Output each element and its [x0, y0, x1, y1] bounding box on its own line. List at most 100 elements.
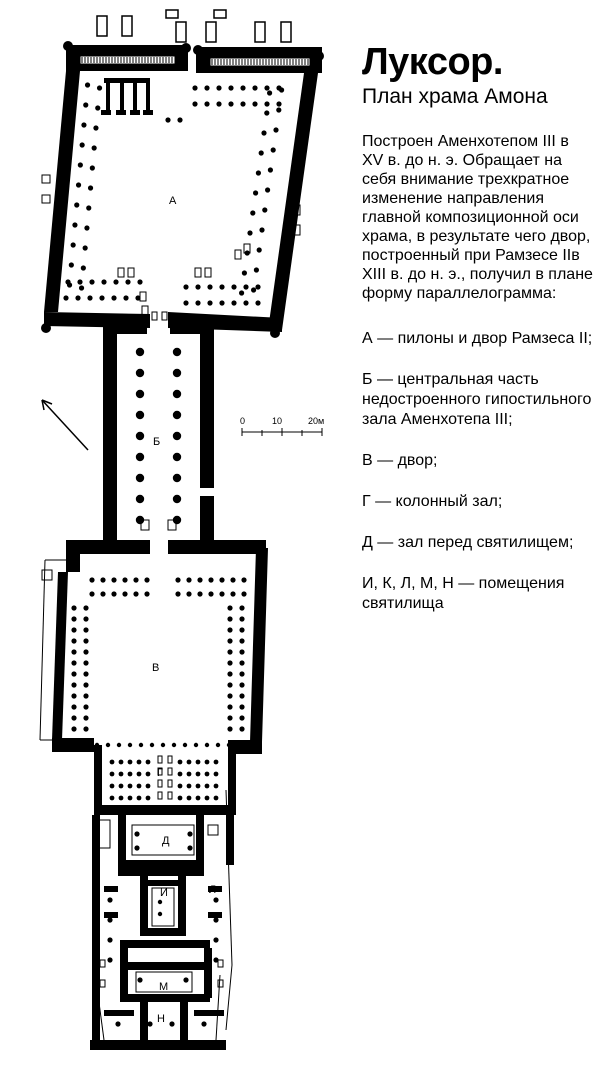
- column-dot: [264, 101, 270, 107]
- column-dot: [227, 671, 233, 677]
- column-dot: [71, 715, 77, 721]
- statue-mark: [167, 755, 173, 764]
- column-dot: [172, 410, 182, 420]
- column-dot: [84, 225, 90, 231]
- column-dot: [239, 682, 245, 688]
- column-dot: [89, 279, 95, 285]
- column-dot: [219, 284, 225, 290]
- column-dot: [144, 577, 150, 583]
- column-dot: [204, 759, 210, 765]
- column-dot: [144, 591, 150, 597]
- column-dot: [107, 897, 113, 903]
- column-dot: [84, 82, 91, 88]
- column-dot: [149, 742, 155, 748]
- column-dot: [239, 704, 245, 710]
- plan-label-n1: Н: [160, 939, 168, 951]
- column-dot: [99, 295, 105, 301]
- column-dot: [207, 284, 213, 290]
- column-dot: [172, 389, 182, 399]
- column-dot: [186, 577, 192, 583]
- column-dot: [195, 759, 201, 765]
- column-dot: [157, 899, 163, 905]
- column-dot: [77, 162, 83, 168]
- column-dot: [187, 845, 193, 851]
- column-dot: [243, 284, 249, 290]
- column-dot: [83, 605, 89, 611]
- column-dot: [118, 795, 124, 801]
- column-dot: [231, 284, 237, 290]
- column-dot: [111, 591, 117, 597]
- column-dot: [239, 715, 245, 721]
- column-dot: [219, 591, 225, 597]
- column-dot: [227, 660, 233, 666]
- column-dot: [71, 682, 77, 688]
- column-dot: [204, 795, 210, 801]
- column-dot: [251, 287, 257, 293]
- column-dot: [240, 101, 246, 107]
- statue-mark: [157, 767, 163, 776]
- column-dot: [264, 85, 270, 91]
- caption-panel: Луксор. План храма Амона Построен Аменхо…: [362, 40, 594, 614]
- column-dot: [83, 682, 89, 688]
- column-dot: [261, 130, 267, 136]
- column-dot: [172, 494, 182, 504]
- column-dot: [138, 742, 144, 748]
- column-dot: [243, 300, 249, 306]
- column-dot: [227, 704, 233, 710]
- column-dot: [241, 270, 247, 276]
- column-dot: [91, 145, 97, 151]
- column-dot: [79, 142, 85, 148]
- column-dot: [192, 101, 198, 107]
- column-dot: [262, 207, 268, 213]
- pylon-statues: [96, 9, 292, 43]
- column-dot: [134, 845, 140, 851]
- column-dot: [172, 515, 182, 525]
- column-dot: [177, 759, 183, 765]
- column-dot: [171, 742, 177, 748]
- column-dot: [71, 649, 77, 655]
- column-dot: [195, 783, 201, 789]
- column-dot: [227, 627, 233, 633]
- column-dot: [227, 726, 233, 732]
- hall-b-walls: [103, 326, 214, 541]
- column-dot: [135, 473, 145, 483]
- column-dot: [186, 759, 192, 765]
- statue-mark: [157, 791, 163, 800]
- pylon-hatching: [81, 57, 309, 65]
- column-dot: [177, 795, 183, 801]
- column-dot: [122, 591, 128, 597]
- column-dot: [231, 300, 237, 306]
- column-dot: [276, 107, 282, 113]
- column-dot: [276, 85, 282, 91]
- column-dot: [267, 90, 273, 96]
- column-dot: [213, 917, 219, 923]
- column-dot: [186, 795, 192, 801]
- column-dot: [227, 693, 233, 699]
- column-dot: [239, 660, 245, 666]
- column-dot: [215, 742, 221, 748]
- column-dot: [252, 85, 258, 91]
- column-dot: [201, 1021, 207, 1027]
- column-dot: [264, 110, 270, 116]
- column-dot: [83, 616, 89, 622]
- column-dot: [83, 660, 89, 666]
- column-dot: [134, 831, 140, 837]
- column-dot: [239, 638, 245, 644]
- column-dot: [71, 616, 77, 622]
- column-dot: [207, 300, 213, 306]
- column-dot: [71, 704, 77, 710]
- statue-mark: [217, 979, 224, 988]
- column-dot: [208, 591, 214, 597]
- columns: [63, 82, 285, 1027]
- column-dot: [182, 742, 188, 748]
- column-dot: [256, 247, 262, 253]
- plan-label-v: В: [152, 662, 159, 674]
- column-dot: [204, 101, 210, 107]
- column-dot: [193, 742, 199, 748]
- statue-mark: [139, 291, 147, 302]
- column-dot: [74, 202, 80, 208]
- column-dot: [101, 279, 107, 285]
- statue-mark: [207, 824, 219, 836]
- statue-mark: [167, 519, 177, 531]
- column-dot: [147, 1021, 153, 1027]
